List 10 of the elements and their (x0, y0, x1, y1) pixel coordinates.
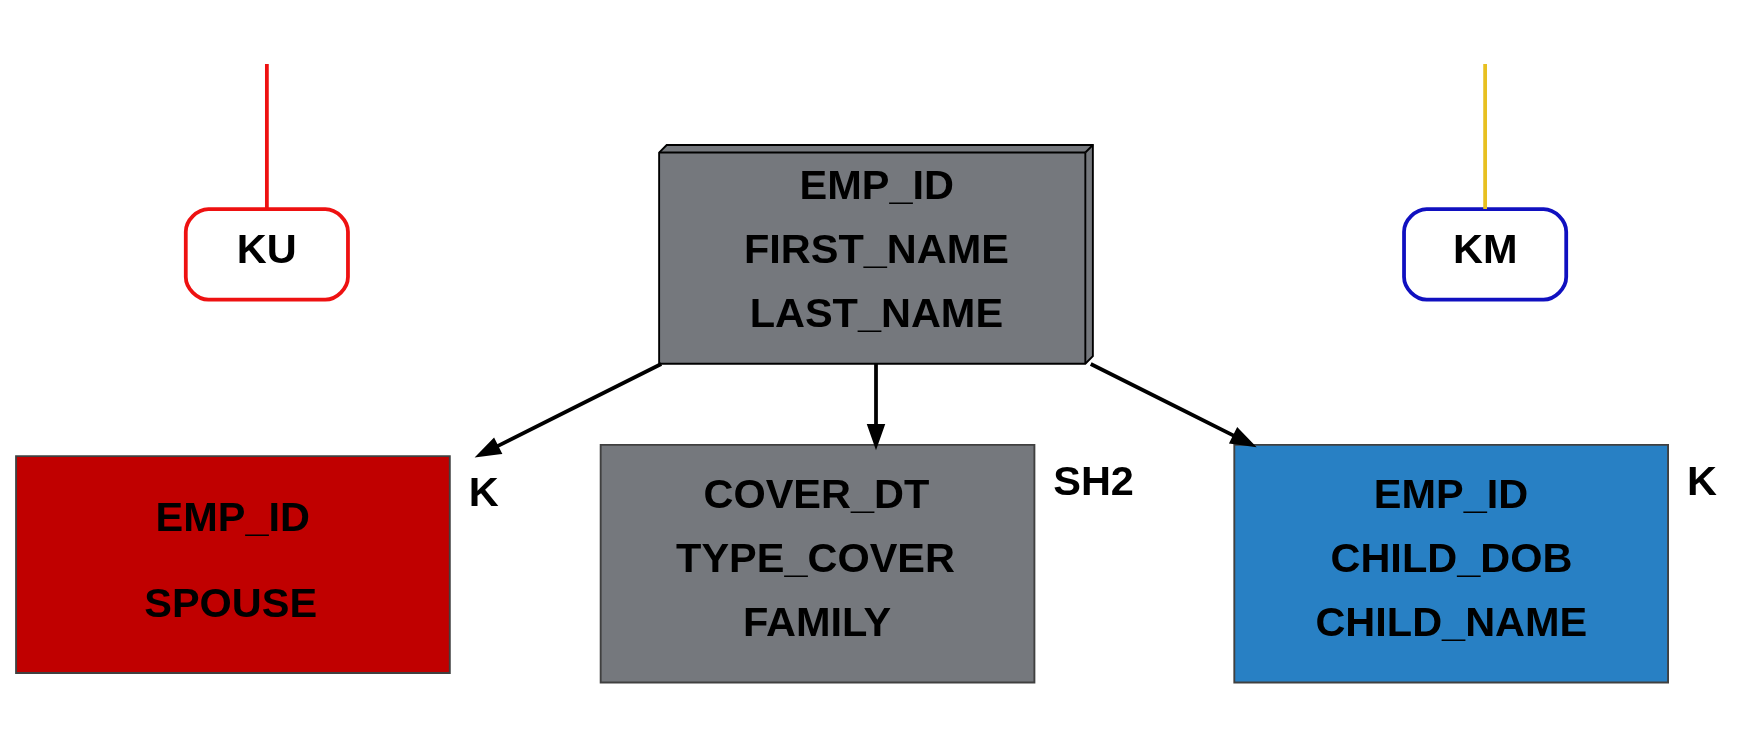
node-box: KU (183, 207, 350, 302)
node-label: K (1686, 457, 1717, 504)
arrow (1089, 362, 1257, 448)
node-label: SH2 (1053, 457, 1134, 504)
arrow (474, 362, 663, 458)
connector (1483, 64, 1487, 209)
arrow (866, 364, 886, 451)
node-label: K (468, 468, 499, 516)
node-box: KM (1402, 207, 1569, 302)
connector (265, 64, 269, 209)
